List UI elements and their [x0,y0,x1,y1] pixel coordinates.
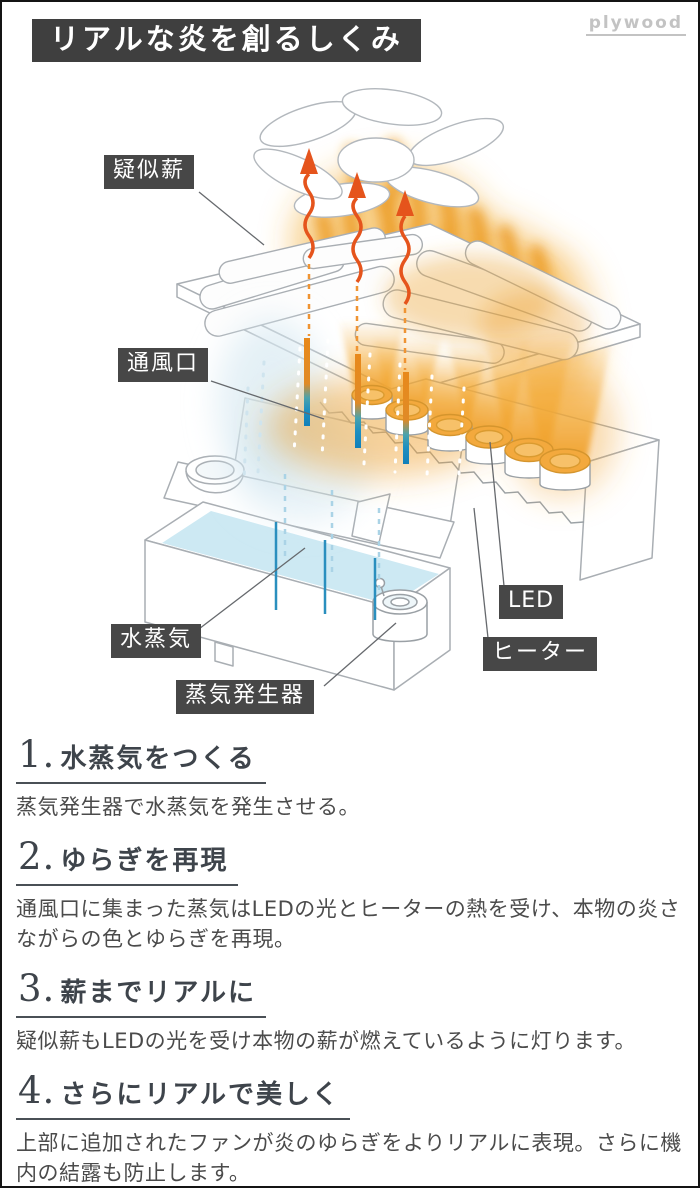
flame-mechanism-diagram [144,88,660,691]
fan-icon [253,88,505,218]
vapor-streams [304,338,409,464]
section-3-number: 3. [18,967,56,1011]
label-steam-generator: 蒸気発生器 [176,680,315,715]
section-1-title: 水蒸気をつくる [60,744,256,774]
page-title: リアルな炎を創るしくみ [32,19,421,63]
section-3-body: 疑似薪もLEDの光を受け本物の薪が燃えているように灯ります。 [16,1029,636,1054]
leader-lines [194,191,505,687]
vapor-dashed-lines [274,264,407,620]
explanation-sections: 1.水蒸気をつくる 蒸気発生器で水蒸気を発生させる。 2.ゆらぎを再現 通風口に… [16,733,686,1186]
section-1: 1.水蒸気をつくる 蒸気発生器で水蒸気を発生させる。 [16,733,686,822]
led-lamps [351,384,591,491]
section-3: 3.薪までリアルに 疑似薪もLEDの光を受け本物の薪が燃えているように灯ります。 [16,967,686,1056]
section-2-title: ゆらぎを再現 [60,846,229,877]
section-1-body: 蒸気発生器で水蒸気を発生させる。 [16,795,360,819]
section-2-heading: 2.ゆらぎを再現 [16,835,239,887]
water-surface [162,511,439,605]
section-3-heading: 3.薪までリアルに [16,967,267,1019]
section-1-heading: 1.水蒸気をつくる [16,733,266,784]
section-4-heading: 4.さらにリアルで美しく [16,1069,351,1121]
section-2: 2.ゆらぎを再現 通風口に集まった蒸気はLEDの光とヒーターの熱を受け、本物の炎… [16,835,686,954]
section-4-body: 上部に追加されたファンが炎のゆらぎをよりリアルに表現。さらに機内の結露も防止しま… [16,1131,682,1186]
label-fake-log: 疑似薪 [104,155,195,190]
label-vent: 通風口 [118,348,209,383]
section-3-title: 薪までリアルに [60,978,257,1009]
vapor-streaks [242,338,466,482]
wavy-arrow-icons [300,148,414,306]
section-1-number: 1. [18,733,56,776]
section-2-number: 2. [18,835,56,879]
section-2-body: 通風口に集まった蒸気はLEDの光とヒーターの熱を受け、本物の炎さながらの色とゆら… [16,897,681,952]
brand-logo: plywood [585,14,686,36]
label-led: LED [499,585,564,620]
section-4: 4.さらにリアルで美しく 上部に追加されたファンが炎のゆらぎをよりリアルに表現。… [16,1069,686,1186]
section-4-title: さらにリアルで美しく [60,1080,341,1111]
label-water-vapor: 水蒸気 [111,624,202,659]
led-glow-cones [339,320,613,458]
section-4-number: 4. [18,1069,56,1113]
label-heater: ヒーター [483,637,598,672]
